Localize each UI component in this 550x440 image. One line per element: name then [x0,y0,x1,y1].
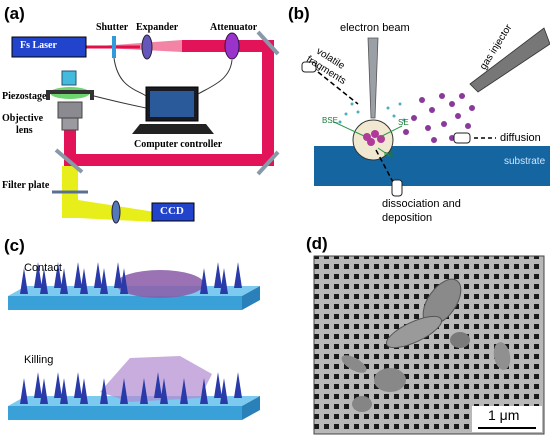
mirror-bottom-right [256,150,280,176]
bacterium-contact [116,270,204,298]
panel-b-febid: (b) electron beam volatile fragments gas… [282,0,550,232]
laser-beam-right [262,40,274,166]
panel-a-tag: (a) [4,4,25,23]
panel-d-tag: (d) [306,234,328,253]
hand-pointer-icon [453,132,471,144]
bse-label: BSE [322,116,339,125]
gas-injector-needle [469,27,550,93]
sem-bacterium [341,355,367,373]
plate-bottom-side [242,396,260,420]
sample-cube [61,70,77,86]
fs-laser-box [11,36,87,58]
volatile-fragment-dots [338,102,406,124]
ccd-lens [111,200,121,224]
objective-label-line1: Objective [2,113,44,124]
shutter-component [112,36,116,58]
deposit-molecule [377,135,385,143]
nanospike-diagram [8,262,260,420]
electron-beam-cone [367,37,379,119]
panel-a-laser-setup: (a) Fs Laser Shutter Expander Attenuator… [0,0,280,232]
laser-setup-diagram [11,30,280,224]
ccd-box [151,202,195,222]
sem-pillar-array [313,255,545,435]
computer-screen [150,91,194,117]
attenuator-component [224,32,240,60]
cable-attenuator [197,59,233,95]
deposit-molecule [367,138,375,146]
scale-bar-label: 1 μm [488,407,520,423]
sem-bacterium [385,315,443,349]
yellow-beam-right [62,200,155,222]
pe-label: PE [384,152,394,159]
cable-shutter [113,57,147,97]
spikes-bottom [20,372,242,404]
filter-plate-label: Filter plate [2,180,50,191]
substrate-label: substrate [504,156,546,167]
attenuator-label: Attenuator [210,22,258,33]
plate-bottom-front [8,406,242,420]
objective-label-line2: lens [16,125,33,136]
electron-beam-label: electron beam [340,22,410,34]
contact-label: Contact [24,262,62,274]
pe-arrow [377,147,391,157]
piezostage-plate [46,90,94,94]
computer-keyboard [132,124,214,134]
piezostage-label: Piezostage [2,91,47,102]
killing-label: Killing [24,354,54,366]
mirror-bottom-left [54,148,84,174]
expander-lens [141,34,153,60]
cable-stage [93,95,147,109]
panel-d-sem-image: (d) 1 μm [292,232,550,440]
sem-bacterium [450,332,470,348]
objective-lens-body [57,101,83,119]
substrate-block [314,146,550,186]
ccd-label: CCD [160,205,184,217]
objective-lens-tip [61,117,79,131]
shutter-label: Shutter [96,22,129,33]
sem-bacterium [374,368,406,392]
sem-bacterium [352,396,372,412]
plate-top-front [8,296,242,310]
dissociation-label-line2: deposition [382,212,433,224]
panel-b-tag: (b) [288,4,310,23]
febid-diagram [301,27,550,197]
volatile-pointer-line [317,71,359,105]
sem-bacterium [493,342,511,370]
sem-micrograph [313,255,545,435]
fs-laser-label: Fs Laser [20,40,57,51]
mirror-top-right [256,30,280,56]
bse-arrow [333,121,365,137]
piezostage-right-leg [90,90,94,100]
piezostage-left-leg [46,90,50,100]
laser-beam-bottom [64,154,274,166]
deposit-molecule [371,130,379,138]
dissociation-pointer-line [375,149,395,185]
se-arrow [381,125,403,137]
spikes-top [20,262,242,294]
expander-label: Expander [136,22,179,33]
panel-c-bactericidal: (c) Contact Killing [0,232,290,440]
panel-c-tag: (c) [4,236,25,255]
plate-top-side [242,286,260,310]
hand-pointer-icon [301,61,317,73]
dissociation-label-line1: dissociation and [382,198,461,210]
se-label: SE [398,118,409,127]
hand-pointer-icon [391,179,403,197]
computer-controller-label: Computer controller [134,139,223,150]
diffusion-label: diffusion [500,132,541,144]
